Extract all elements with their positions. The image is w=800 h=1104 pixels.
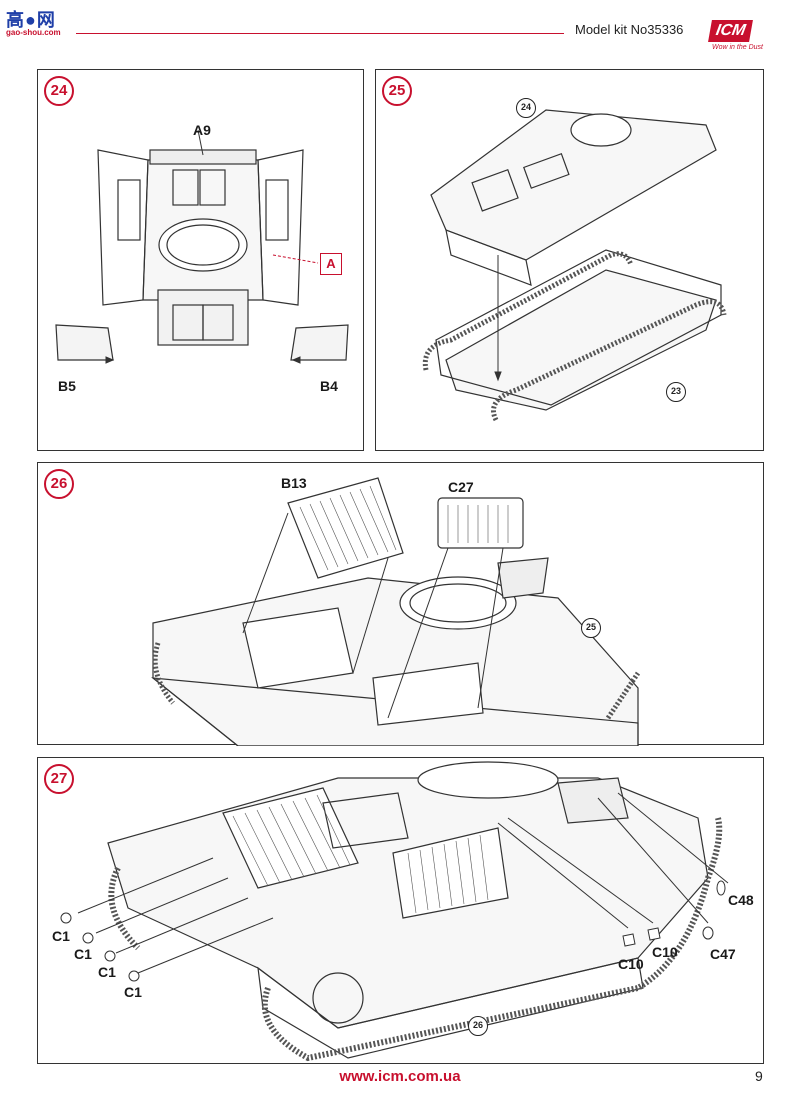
step-27-drawing [60, 761, 729, 1062]
step-25-panel: 25 24 23 [375, 69, 764, 451]
step-number-badge: 27 [44, 764, 74, 794]
part-label-c10: C10 [618, 956, 644, 972]
ref-step-26: 26 [468, 1016, 488, 1036]
part-label-c47: C47 [710, 946, 736, 962]
part-label-a9: A9 [193, 122, 211, 138]
part-label-c27: C27 [448, 479, 474, 495]
step-26-drawing [151, 477, 641, 746]
step-27-panel: 27 C1 C1 C1 C1 C10 C10 C47 C48 26 [37, 757, 764, 1064]
site-logo-domain: gao-shou.com [6, 28, 61, 37]
kit-label: Model kit No35336 [575, 22, 684, 37]
part-label-c1: C1 [98, 964, 116, 980]
page-number: 9 [755, 1068, 763, 1084]
callout-a: A [320, 253, 342, 275]
header-rule [76, 33, 564, 34]
part-label-b4: B4 [320, 378, 338, 394]
step-26-panel: 26 B13 C27 25 [37, 462, 764, 746]
step-25-drawing [422, 109, 727, 422]
step-24-panel: 24 A9 B5 B4 A [37, 69, 364, 451]
part-label-c1: C1 [52, 928, 70, 944]
ref-step-23: 23 [666, 382, 686, 402]
icm-slogan: Wow in the Dust [712, 44, 763, 51]
step-number-badge: 25 [382, 76, 412, 106]
step-number-badge: 24 [44, 76, 74, 106]
site-logo-glyphs: 高●网 [6, 10, 56, 30]
step-24-drawing [55, 129, 349, 364]
part-label-b13: B13 [281, 475, 307, 491]
icm-wordmark: ICM [708, 20, 754, 42]
part-label-c48: C48 [728, 892, 754, 908]
step-number-badge: 26 [44, 469, 74, 499]
ref-step-24: 24 [516, 98, 536, 118]
site-watermark-logo: 高●网 gao-shou.com [6, 6, 76, 40]
part-label-b5: B5 [58, 378, 76, 394]
part-label-c1: C1 [74, 946, 92, 962]
footer-url[interactable]: www.icm.com.ua [339, 1068, 461, 1085]
ref-step-25: 25 [581, 618, 601, 638]
part-label-c10: C10 [652, 944, 678, 960]
part-label-c1: C1 [124, 984, 142, 1000]
icm-logo: ICM Wow in the Dust [700, 10, 782, 56]
